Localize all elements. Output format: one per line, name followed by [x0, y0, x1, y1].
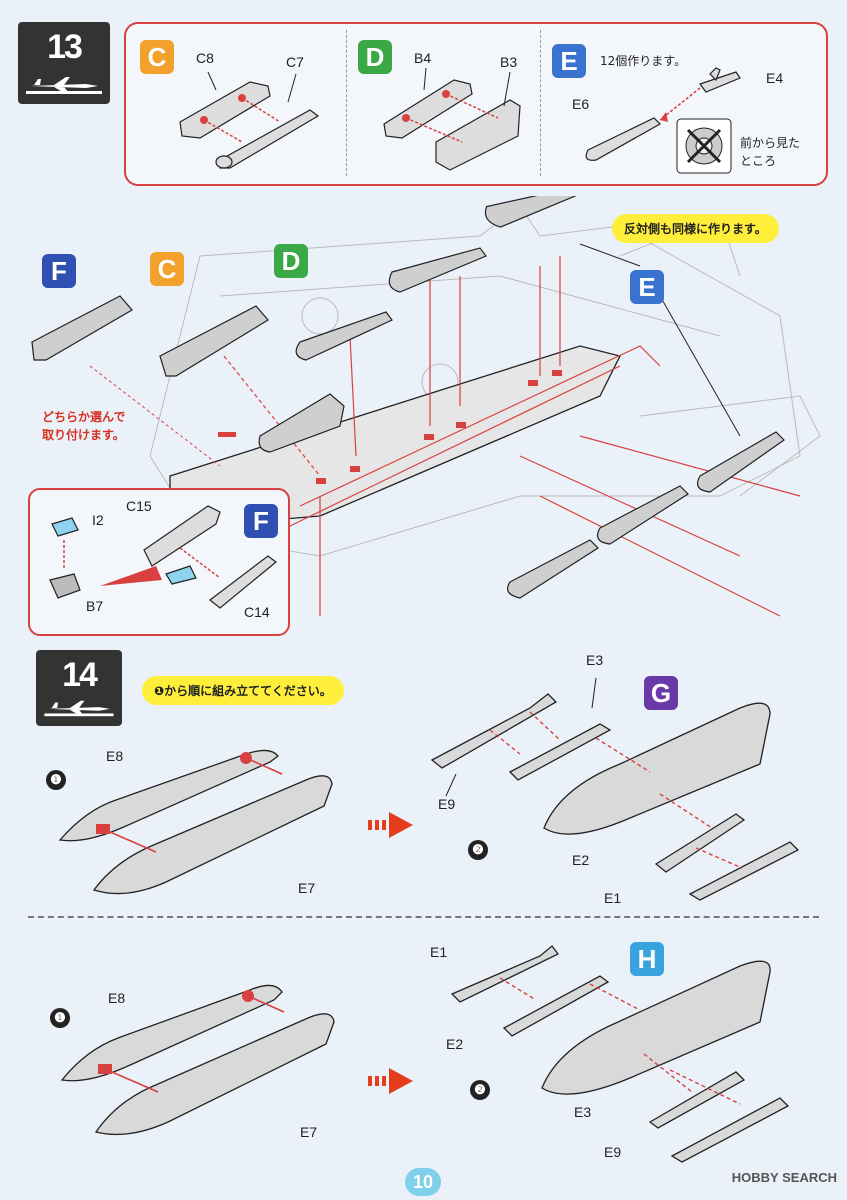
- badge-f-main: F: [42, 254, 76, 288]
- tank-halves-h-illustration: [60, 984, 335, 1136]
- pylon-c-assembly-illustration: [179, 71, 320, 169]
- note-make-twelve: 12個作ります。: [600, 54, 687, 68]
- part-label-e4: E4: [766, 70, 784, 86]
- part-label-b3: B3: [500, 54, 518, 70]
- front-view-caption-2: ところ: [740, 154, 777, 168]
- assemble-in-order-note: ❶から順に組み立ててください。: [142, 676, 344, 705]
- part-label-e6: E6: [572, 96, 590, 112]
- page-number: 10: [405, 1168, 441, 1196]
- step-circle-2-bottom: ❷: [470, 1080, 490, 1100]
- front-view-icon: [676, 118, 732, 174]
- pylon-d-assembly-illustration: [383, 67, 521, 171]
- part-label-i2: I2: [92, 512, 104, 528]
- front-view-caption-1: 前から見た: [740, 136, 801, 150]
- badge-c-main: C: [150, 252, 184, 286]
- choose-one-note-1: どちらか選んで: [42, 410, 126, 424]
- choose-one-note-2: 取り付けます。: [42, 428, 125, 442]
- step-circle-1-bottom: ❶: [50, 1008, 70, 1028]
- tank-g-with-missiles-illustration: [430, 677, 800, 901]
- part-label-e8-bottom: E8: [108, 990, 126, 1006]
- part-label-e2-bottom: E2: [446, 1036, 464, 1052]
- bomb-e-assembly-illustration: [585, 67, 741, 161]
- part-label-e7-top: E7: [298, 880, 316, 896]
- badge-e-main: E: [630, 270, 664, 304]
- divider: [346, 30, 347, 176]
- badge-d-main: D: [274, 244, 308, 278]
- part-label-b4: B4: [414, 50, 432, 66]
- badge-g: G: [644, 676, 678, 710]
- sub-assembly-f-illustration: [49, 505, 277, 609]
- badge-f-sub: F: [244, 504, 278, 538]
- part-label-e1-top: E1: [604, 890, 622, 906]
- badge-e: E: [552, 44, 586, 78]
- divider: [540, 30, 541, 176]
- jet-silhouette-icon: [26, 77, 102, 94]
- part-label-e7-bottom: E7: [300, 1124, 318, 1140]
- badge-c: C: [140, 40, 174, 74]
- part-label-e1-bottom: E1: [430, 944, 448, 960]
- part-label-b7: B7: [86, 598, 104, 614]
- aircraft-underside-illustration: [31, 196, 821, 617]
- step-14-box: 14: [36, 650, 122, 726]
- part-label-c8: C8: [196, 50, 214, 66]
- part-label-c14: C14: [244, 604, 270, 620]
- tank-halves-g-illustration: [58, 749, 333, 895]
- step-number: 14: [62, 656, 98, 694]
- step-circle-2-top: ❷: [468, 840, 488, 860]
- part-label-c15: C15: [126, 498, 152, 514]
- step-13-box: 13: [18, 22, 110, 104]
- arrow-right-icon: [368, 812, 413, 838]
- jet-silhouette-icon: [44, 700, 114, 717]
- same-on-other-side-note: 反対側も同様に作ります。: [612, 214, 779, 243]
- part-label-e8-top: E8: [106, 748, 124, 764]
- part-label-e3-top: E3: [586, 652, 604, 668]
- badge-h: H: [630, 942, 664, 976]
- section-divider: [28, 916, 819, 918]
- part-label-e9-top: E9: [438, 796, 456, 812]
- part-label-e2-top: E2: [572, 852, 590, 868]
- part-label-c7: C7: [286, 54, 304, 70]
- part-label-e9-bottom: E9: [604, 1144, 622, 1160]
- tank-h-with-missiles-illustration: [450, 945, 790, 1163]
- step-number: 13: [47, 28, 83, 66]
- part-label-e3-bottom: E3: [574, 1104, 592, 1120]
- watermark: HOBBY SEARCH: [731, 1170, 837, 1185]
- step-circle-1-top: ❶: [46, 770, 66, 790]
- badge-d: D: [358, 40, 392, 74]
- arrow-right-icon: [368, 1068, 413, 1094]
